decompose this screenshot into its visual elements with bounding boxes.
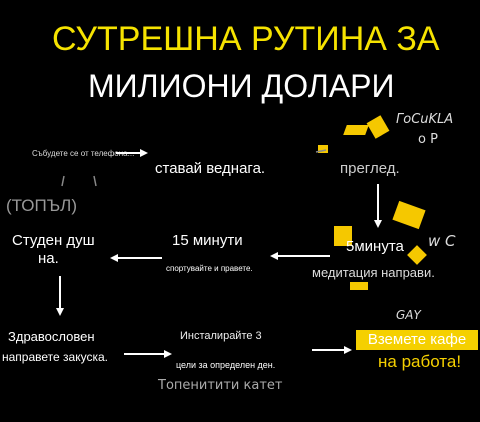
node-sport: спортувайте и правете.	[166, 264, 253, 273]
scribble-gay: GAY	[396, 308, 421, 322]
node-zdravo-2: направете закуска.	[2, 350, 108, 364]
scribble-bottom: Топенитити катет	[158, 378, 283, 393]
node-meditacia: медитация направи.	[312, 265, 435, 280]
node-wake-tiny: Събудете се от телефона...	[32, 149, 135, 158]
scribble-op: о Р	[418, 132, 438, 147]
yellow-blob	[350, 282, 368, 290]
yellow-blob	[318, 145, 328, 153]
title-line-2: МИЛИОНИ ДОЛАРИ	[88, 68, 395, 104]
node-15min: 15 минути	[172, 232, 243, 249]
node-instal: Инсталирайте 3	[180, 330, 262, 342]
scribble-wc: w С	[428, 232, 456, 250]
node-studen-2: на.	[38, 250, 59, 267]
node-pregled: преглед.	[340, 160, 400, 177]
title-line-1: СУТРЕШНА РУТИНА ЗА	[52, 20, 440, 58]
node-coffee: Вземете кафе	[356, 330, 478, 350]
node-stavai: ставай веднага.	[155, 160, 266, 177]
scribble-mark	[61, 175, 97, 187]
scribble-top-right: ГоСuKLA	[396, 112, 454, 127]
node-work: на работа!	[378, 352, 462, 371]
node-topal: (ТОПЪЛ)	[6, 196, 77, 215]
yellow-blob	[334, 226, 352, 246]
node-celi: цели за определен ден.	[176, 360, 276, 370]
scribble-mark	[315, 149, 327, 153]
node-5min: 5минута	[346, 238, 404, 255]
node-studen-1: Студен душ	[12, 232, 95, 249]
node-zdravo-1: Здравословен	[8, 329, 95, 344]
